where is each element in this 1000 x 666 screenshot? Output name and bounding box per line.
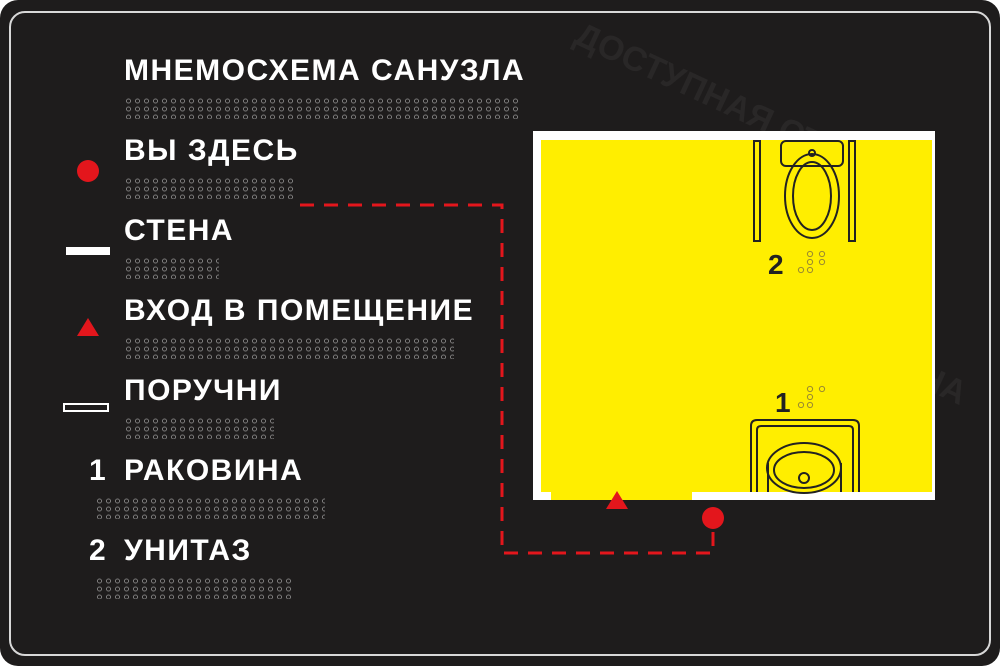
braille-text xyxy=(124,257,219,279)
toilet-icon xyxy=(753,140,856,242)
legend-entrance: ВХОД В ПОМЕЩЕНИЕ xyxy=(124,294,475,327)
route-path xyxy=(300,203,715,555)
you-are-here-marker xyxy=(702,507,724,529)
room-floor xyxy=(541,140,932,492)
braille-text xyxy=(124,417,274,439)
legend-you-are-here: ВЫ ЗДЕСЬ xyxy=(124,134,299,167)
wall-line-icon xyxy=(66,247,110,255)
handrail-icon xyxy=(63,403,109,412)
braille-number xyxy=(797,385,826,409)
sign-border xyxy=(9,11,991,656)
legend-toilet: УНИТАЗ xyxy=(124,534,252,567)
legend-sink: РАКОВИНА xyxy=(124,454,304,487)
braille-text xyxy=(95,497,325,519)
legend-number: 2 xyxy=(89,534,106,567)
sink-icon xyxy=(750,419,860,494)
legend-handrails: ПОРУЧНИ xyxy=(124,374,282,407)
braille-text xyxy=(124,337,454,359)
entrance-marker xyxy=(606,491,628,509)
braille-text xyxy=(95,577,295,599)
sink-number: 1 xyxy=(775,387,791,418)
braille-text xyxy=(124,177,294,199)
legend-wall: СТЕНА xyxy=(124,214,235,247)
red-triangle-icon xyxy=(77,318,99,336)
red-dot-icon xyxy=(77,160,99,182)
braille-title xyxy=(124,97,519,119)
toilet-number: 2 xyxy=(768,249,784,280)
sign-title: МНЕМОСХЕМА САНУЗЛА xyxy=(124,54,526,87)
doorway xyxy=(551,490,692,501)
braille-number xyxy=(797,250,826,274)
legend-number: 1 xyxy=(89,454,106,487)
